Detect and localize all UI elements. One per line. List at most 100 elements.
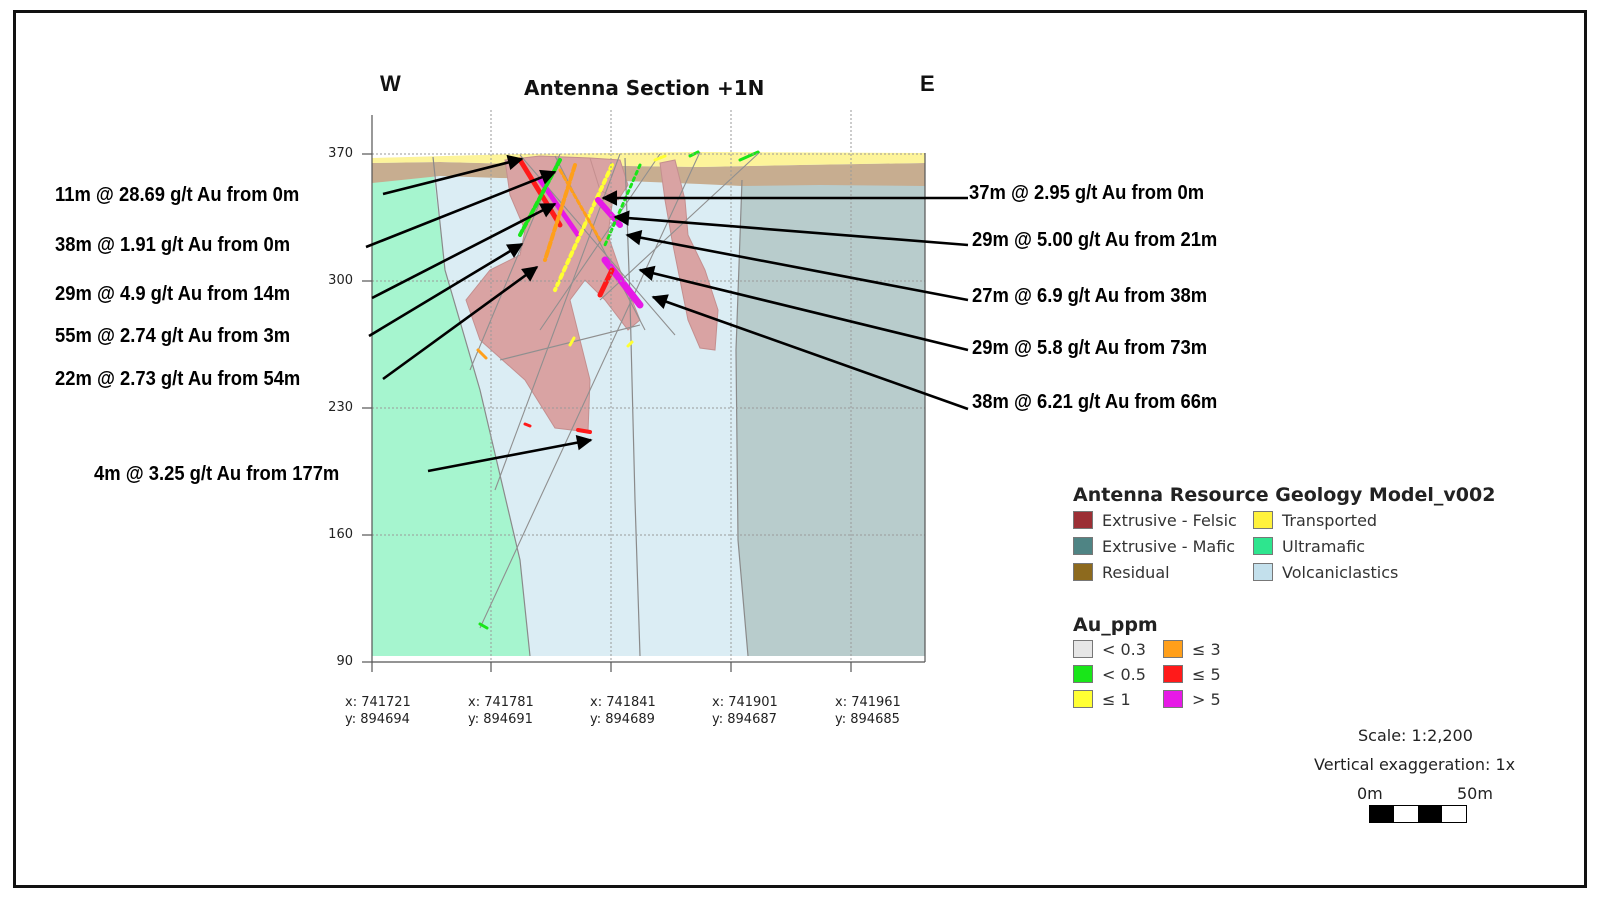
legend-swatch xyxy=(1163,665,1183,683)
legend-item-transported: Transported xyxy=(1253,509,1377,531)
legend-item-extrusive-mafic: Extrusive - Mafic xyxy=(1073,535,1235,557)
legend-label: < 0.3 xyxy=(1102,639,1146,659)
west-label: W xyxy=(380,71,401,96)
east-label: E xyxy=(920,71,935,96)
axis-frame xyxy=(362,115,926,672)
easting-label: x: 741901 xyxy=(712,695,778,710)
legend-label: < 0.5 xyxy=(1102,664,1146,684)
arrow-left-4 xyxy=(368,242,524,338)
grid-lines xyxy=(372,110,925,662)
northing-label: y: 894685 xyxy=(835,712,900,727)
au-legend-item: ≤ 1 xyxy=(1073,688,1131,710)
y-tick-label: 300 xyxy=(328,273,353,288)
legend-swatch xyxy=(1253,537,1273,555)
intercept-label-right-1: 37m @ 2.95 g/t Au from 0m xyxy=(969,182,1205,204)
scale-bar-segment xyxy=(1442,806,1466,822)
legend-swatch xyxy=(1073,537,1093,555)
legend-swatch xyxy=(1253,563,1273,581)
legend-label: > 5 xyxy=(1192,689,1221,709)
au-legend-item: ≤ 3 xyxy=(1163,638,1221,660)
au-legend-item: < 0.5 xyxy=(1073,663,1146,685)
arrow-left-1 xyxy=(382,154,524,196)
vertical-exaggeration: Vertical exaggeration: 1x xyxy=(1314,755,1516,774)
y-tick-label: 160 xyxy=(328,527,353,542)
legend-item-volcaniclastics: Volcaniclastics xyxy=(1253,561,1398,583)
y-tick-label: 230 xyxy=(328,400,353,415)
easting-label: x: 741841 xyxy=(590,695,656,710)
intercept-label-left-1: 11m @ 28.69 g/t Au from 0m xyxy=(55,184,300,206)
intercept-label-left-3: 29m @ 4.9 g/t Au from 14m xyxy=(55,283,291,305)
arrow-right-3 xyxy=(625,229,969,302)
arrow-left-6 xyxy=(427,434,593,473)
section-title: Antenna Section +1N xyxy=(524,76,765,100)
northing-label: y: 894691 xyxy=(468,712,533,727)
easting-label: x: 741781 xyxy=(468,695,534,710)
felsic-body-upper xyxy=(589,157,629,201)
legend-label: Transported xyxy=(1282,510,1378,530)
intercept-label-right-3: 27m @ 6.9 g/t Au from 38m xyxy=(972,285,1208,307)
intercept-label-right-4: 29m @ 5.8 g/t Au from 73m xyxy=(972,337,1208,359)
geology-legend-title: Antenna Resource Geology Model_v002 xyxy=(1073,484,1496,506)
legend-item-residual: Residual xyxy=(1073,561,1170,583)
scale-bar-end-label: 50m xyxy=(1457,784,1493,803)
scale-bar-segment xyxy=(1394,806,1418,822)
legend-label: Residual xyxy=(1102,562,1170,582)
legend-swatch xyxy=(1253,511,1273,529)
legend-swatch xyxy=(1073,690,1093,708)
au-legend-item: < 0.3 xyxy=(1073,638,1146,660)
arrow-left-5 xyxy=(382,265,539,381)
legend-label: Extrusive - Felsic xyxy=(1102,510,1237,530)
y-tick-label: 90 xyxy=(336,654,353,669)
intercept-label-right-5: 38m @ 6.21 g/t Au from 66m xyxy=(972,391,1218,413)
arrow-left-3 xyxy=(371,202,557,300)
arrow-right-2 xyxy=(613,210,969,247)
au-legend-item: > 5 xyxy=(1163,688,1221,710)
arrow-left-2 xyxy=(365,169,557,249)
x-tick-label: x: 741781 y: 894691 xyxy=(468,694,578,728)
scale-bar-segment xyxy=(1418,806,1442,822)
legend-swatch xyxy=(1073,563,1093,581)
intercept-label-left-6: 4m @ 3.25 g/t Au from 177m xyxy=(94,463,340,485)
scale-bar-segment xyxy=(1370,806,1394,822)
easting-label: x: 741961 xyxy=(835,695,901,710)
legend-label: Extrusive - Mafic xyxy=(1102,536,1236,556)
contact-line-central xyxy=(624,157,641,657)
legend-label: Volcaniclastics xyxy=(1282,562,1399,582)
legend-label: ≤ 5 xyxy=(1192,664,1221,684)
legend-item-extrusive-felsic: Extrusive - Felsic xyxy=(1073,509,1237,531)
intercept-label-left-5: 22m @ 2.73 g/t Au from 54m xyxy=(55,368,301,390)
intercept-label-left-2: 38m @ 1.91 g/t Au from 0m xyxy=(55,234,291,256)
legend-item-ultramafic: Ultramafic xyxy=(1253,535,1365,557)
intercept-label-left-4: 55m @ 2.74 g/t Au from 3m xyxy=(55,325,291,347)
northing-label: y: 894689 xyxy=(590,712,655,727)
legend-swatch xyxy=(1163,640,1183,658)
x-tick-label: x: 741841 y: 894689 xyxy=(590,694,700,728)
au-legend-title: Au_ppm xyxy=(1073,614,1158,636)
x-tick-label: x: 741901 y: 894687 xyxy=(712,694,822,728)
legend-swatch xyxy=(1073,665,1093,683)
arrow-right-4 xyxy=(638,265,969,352)
scale-bar xyxy=(1369,805,1467,823)
legend-swatch xyxy=(1163,690,1183,708)
legend-swatch xyxy=(1073,511,1093,529)
legend-swatch xyxy=(1073,640,1093,658)
arrow-right-5 xyxy=(651,294,969,411)
contact-line-west xyxy=(432,156,531,657)
legend-label: ≤ 1 xyxy=(1102,689,1131,709)
au-legend-item: ≤ 5 xyxy=(1163,663,1221,685)
legend-label: ≤ 3 xyxy=(1192,639,1221,659)
callout-arrows xyxy=(365,154,969,473)
scale-bar-start-label: 0m xyxy=(1357,784,1383,803)
contact-line-east xyxy=(735,179,749,657)
scale-ratio: Scale: 1:2,200 xyxy=(1358,726,1473,745)
intercept-label-right-2: 29m @ 5.00 g/t Au from 21m xyxy=(972,229,1218,251)
northing-label: y: 894687 xyxy=(712,712,777,727)
easting-label: x: 741721 xyxy=(345,695,411,710)
figure-border xyxy=(13,10,1587,888)
x-tick-label: x: 741721 y: 894694 xyxy=(345,694,455,728)
x-tick-label: x: 741961 y: 894685 xyxy=(835,694,945,728)
y-tick-label: 370 xyxy=(328,146,353,161)
legend-label: Ultramafic xyxy=(1282,536,1366,556)
